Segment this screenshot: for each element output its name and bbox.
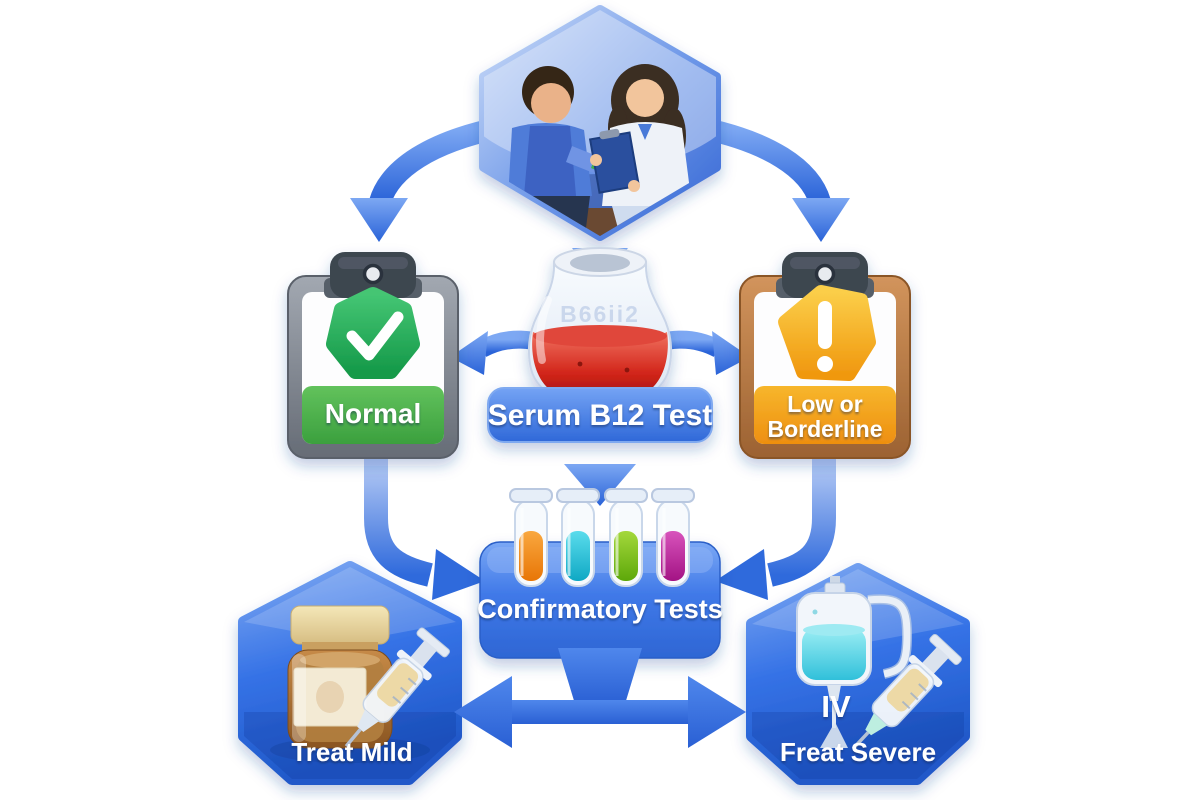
normal-label: Normal [325,398,421,429]
low-label-line2: Borderline [767,416,882,442]
normal-clipboard: Normal [287,252,459,459]
arrow-consult-to-low [699,117,850,242]
low-band [754,386,896,444]
serum-test-label: Serum B12 Test [488,399,713,432]
syringe-icon [344,627,450,748]
double-arrow-treatments [454,648,746,748]
treat-severe-hexagon: IV Freat Severe [746,563,970,785]
normal-band [302,386,444,444]
iv-bag-icon [796,576,913,748]
syringe-icon [851,633,962,750]
pill-bottle-icon [270,605,430,763]
flask-text: B66ii2 [560,301,640,327]
arrow-normal-to-tests [364,450,485,600]
treat-mild-hexagon: Treat Mild [238,561,462,785]
serum-b12-test-label: Serum B12 Test [487,387,713,443]
test-tubes-icon [509,488,695,587]
flask-icon: B66ii2 [527,247,673,408]
doctor-patient-illustration [484,10,716,236]
consultation-hexagon [479,5,721,241]
low-borderline-clipboard: Low or Borderline [739,252,911,459]
treat-mild-label: Treat Mild [291,737,412,767]
arrow-consult-to-normal [350,117,501,242]
checkmark-icon [326,287,420,379]
confirmatory-label: Confirmatory Tests [477,594,723,624]
exclamation-icon [778,285,876,381]
low-label-line1: Low or [787,391,862,417]
iv-text: IV [821,689,851,724]
arrow-low-to-tests [715,450,836,600]
treat-severe-label: Freat Severe [780,737,936,767]
